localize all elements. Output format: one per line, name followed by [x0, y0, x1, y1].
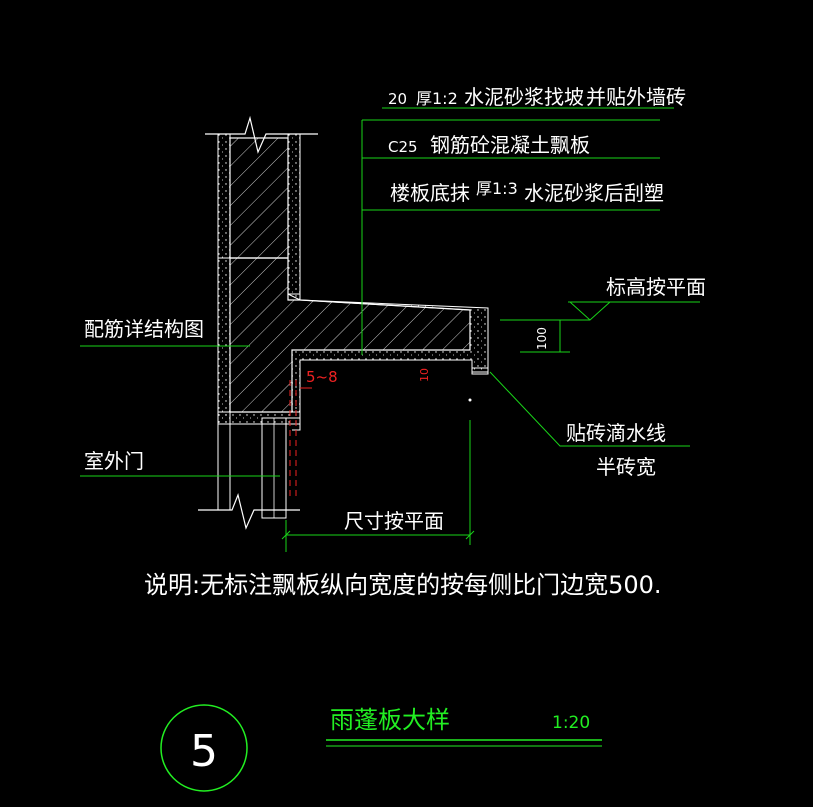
callout-line2-grade: C25: [388, 138, 418, 156]
canopy-slab: [198, 257, 489, 530]
door-edge-red: [289, 380, 312, 500]
detail-title: 雨蓬板大样: [330, 706, 450, 734]
gap-dimension: 5~8: [306, 368, 338, 386]
callout-line3-thick: 厚1:3: [476, 179, 518, 198]
callout-line3-text: 楼板底抹: [390, 181, 470, 205]
title-block: 5 雨蓬板大样 1:20: [160, 704, 602, 792]
height-dimension: 100: [535, 327, 549, 350]
callout-line1-text2: 并贴外墙砖: [586, 85, 686, 109]
detail-number: 5: [190, 726, 218, 777]
callout-line1-text: 水泥砂浆找坡: [464, 85, 584, 109]
half-brick-label: 半砖宽: [596, 455, 656, 479]
detail-scale: 1:20: [552, 713, 590, 733]
detail-number-circle: [160, 704, 248, 792]
callout-line2-text: 钢筋砼混凝土飘板: [430, 133, 590, 157]
elevation-label: 标高按平面: [606, 275, 706, 299]
dimension-label: 尺寸按平面: [344, 509, 444, 533]
rebar-label: 配筋详结构图: [84, 317, 204, 341]
exterior-door-label: 室外门: [84, 449, 144, 473]
drip-line-label: 贴砖滴水线: [566, 421, 666, 445]
leader-lines: [80, 107, 700, 552]
drip-dimension: 10: [418, 368, 431, 382]
drawing-note: 说明:无标注飘板纵向宽度的按每侧比门边宽500.: [144, 571, 662, 599]
wall-section: [205, 115, 318, 425]
callout-line1-thick: 厚1:2: [416, 89, 458, 108]
callout-line1-num: 20: [388, 90, 407, 108]
callout-line3-text2: 水泥砂浆后刮塑: [524, 181, 664, 205]
